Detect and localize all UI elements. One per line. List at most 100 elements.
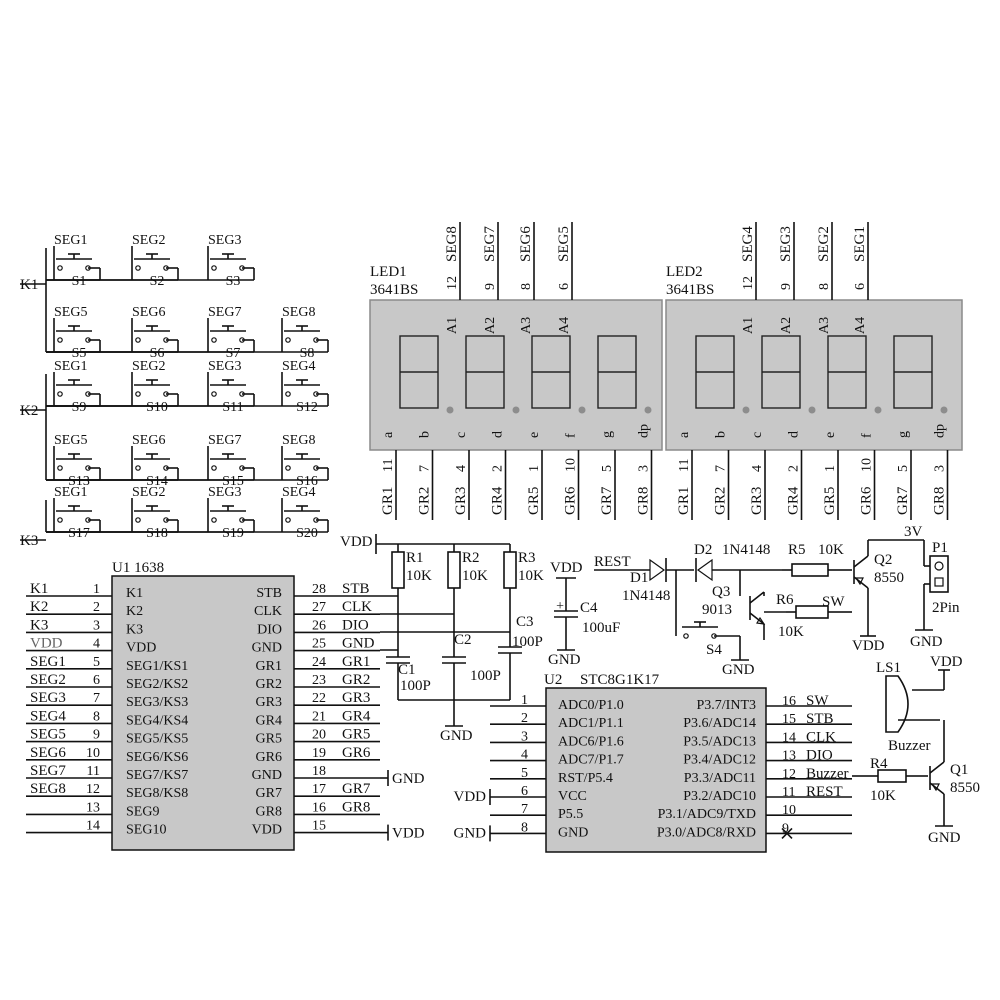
key-ref-s20: S20 <box>296 526 318 541</box>
led-bottom-pin-net: GR6 <box>859 486 875 515</box>
u1-left-net: VDD <box>30 636 63 652</box>
led-body <box>369 299 663 451</box>
led-digit-label: A2 <box>483 317 498 334</box>
u1-right-num: 21 <box>312 709 326 724</box>
p1-volt: 3V <box>904 524 923 540</box>
key-ref-s13: S13 <box>68 474 90 489</box>
u2-right-num: 15 <box>782 712 796 727</box>
u1-right-pin-name: VDD <box>252 823 282 838</box>
u1-left-pin-name: SEG9 <box>126 804 159 819</box>
r5-val: 10K <box>818 542 844 558</box>
u2-left-num: 5 <box>521 766 528 781</box>
u2-left-pin-name: ADC7/P1.7 <box>558 753 624 768</box>
led-top-pin-net: SEG4 <box>740 226 756 262</box>
led-top-pin-num: 8 <box>519 283 534 290</box>
led-bottom-pin-net: GR3 <box>749 487 765 515</box>
u2-right-num: 13 <box>782 749 796 764</box>
led-digit-label: A2 <box>779 317 794 334</box>
led-dp-dot <box>940 406 948 414</box>
d1-ref: D1 <box>630 570 648 586</box>
buzzer-gnd: GND <box>928 830 961 846</box>
key-ref-s11: S11 <box>222 400 243 415</box>
u1-left-pin-name: SEG4/KS4 <box>126 713 188 728</box>
key-switch-s2-contact <box>135 265 141 271</box>
key-switch-s18-contact <box>135 517 141 523</box>
u1-right-num: 26 <box>312 618 326 633</box>
key-ref-s3: S3 <box>226 274 241 289</box>
u1-left-net: SEG6 <box>30 745 66 761</box>
led-dp-dot <box>578 406 586 414</box>
led-bottom-pin-net: GR7 <box>895 486 911 515</box>
p1-gnd: GND <box>910 634 943 650</box>
resistor-r2 <box>447 551 461 589</box>
led-body <box>665 299 963 451</box>
u1-right-num: 18 <box>312 764 326 779</box>
led-bottom-pin-net: GR5 <box>526 487 542 515</box>
u2-left-pin-name: ADC0/P1.0 <box>558 698 624 713</box>
led-seg-label: b <box>418 431 433 438</box>
u1-right-pin-name: GR5 <box>256 732 282 747</box>
led-bottom-pin-num: 2 <box>491 465 506 472</box>
led-bottom-pin-net: GR4 <box>786 486 802 515</box>
u2-left-pin-name: ADC1/P1.1 <box>558 716 624 731</box>
led-bottom-pin-net: GR1 <box>676 487 692 515</box>
u1-left-pin-name: K3 <box>126 622 143 637</box>
c4-gnd: GND <box>548 652 581 668</box>
cap-val: 100P <box>400 678 431 694</box>
key-ref-s10: S10 <box>146 400 168 415</box>
key-switch-s13-contact <box>57 465 63 471</box>
u1-left-num: 5 <box>93 655 100 670</box>
ls1-ref: LS1 <box>876 660 901 676</box>
key-seg-s11: SEG3 <box>208 359 241 374</box>
key-seg-s8: SEG8 <box>282 305 315 320</box>
u2-right-pin-name: P3.1/ADC9/TXD <box>658 807 756 822</box>
key-switch-s20-contact <box>285 517 291 523</box>
u1-right-pin-name: DIO <box>257 622 282 637</box>
u1-left-pin-name: SEG1/KS1 <box>126 659 188 674</box>
u1-left-num: 9 <box>93 728 100 743</box>
u1-right-pin-name: STB <box>256 586 282 601</box>
cap-ref: C1 <box>398 662 416 678</box>
switch-s4-contact <box>683 633 689 639</box>
key-seg-s18: SEG2 <box>132 485 165 500</box>
u1-right-num: 16 <box>312 800 326 815</box>
u2-right-num: 12 <box>782 767 796 782</box>
key-switch-s6-contact <box>135 337 141 343</box>
u1-right-net: CLK <box>342 599 372 615</box>
u1-right-net: GR7 <box>342 781 371 797</box>
u1-right-num: 19 <box>312 746 326 761</box>
key-switch-s12-contact <box>285 391 291 397</box>
led-dp-dot <box>644 406 652 414</box>
u1-right-net: GR4 <box>342 708 371 724</box>
key-ref-s7: S7 <box>226 346 241 361</box>
u1-left-net: K3 <box>30 617 48 633</box>
led-top-pin-net: SEG6 <box>518 226 534 262</box>
u2-right-num: 14 <box>782 730 796 745</box>
led-seg-label: e <box>527 432 542 438</box>
key-switch-s11-contact <box>211 391 217 397</box>
cap-ref: C3 <box>516 614 534 630</box>
key-switch-s17-contact <box>57 517 63 523</box>
keypad-matrix: K1SEG1S1SEG2S2SEG3S3SEG5S5SEG6S6SEG7S7SE… <box>20 233 329 549</box>
u1-left-net: SEG3 <box>30 690 66 706</box>
u1-right-net: DIO <box>342 617 369 633</box>
u1-right-num: 23 <box>312 673 326 688</box>
key-ref-s15: S15 <box>222 474 244 489</box>
u1-left-net: K2 <box>30 599 48 615</box>
cap-val: 100P <box>512 634 543 650</box>
led-seg-label: b <box>714 431 729 438</box>
transistor-q2-arrow <box>854 577 864 586</box>
led-bottom-pin-num: 4 <box>750 465 765 472</box>
transistor-q3-collector <box>749 591 765 604</box>
buzzer-body <box>885 675 909 733</box>
led-bottom-pin-num: 11 <box>381 459 396 472</box>
resistor-val: 10K <box>462 568 488 584</box>
key-seg-s16: SEG8 <box>282 433 315 448</box>
key-switch-s5-contact <box>57 337 63 343</box>
u1-left-net: SEG1 <box>30 654 66 670</box>
led-ref: LED2 <box>666 264 703 280</box>
d2-part: 1N4148 <box>722 542 770 558</box>
